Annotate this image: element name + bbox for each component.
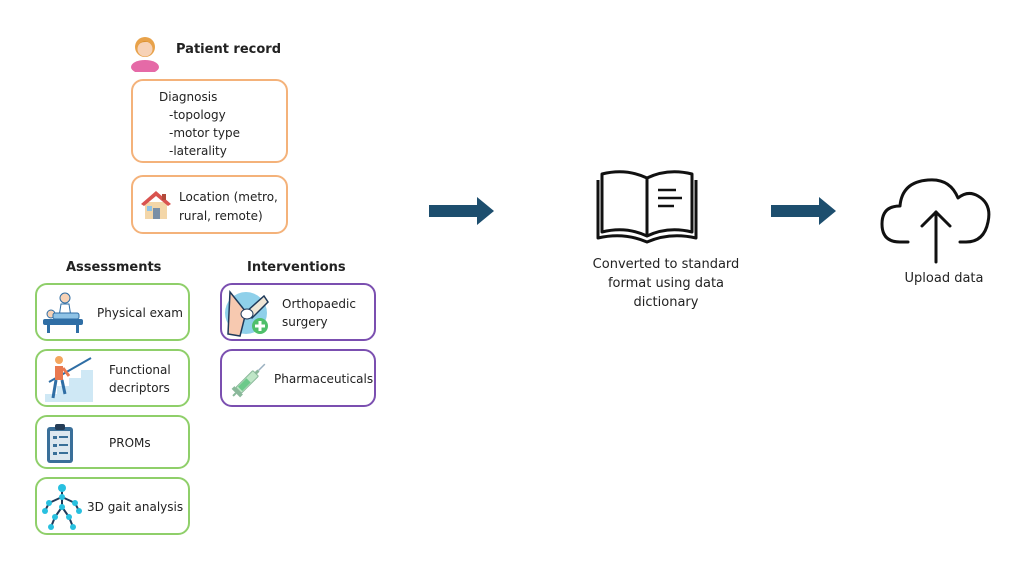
orthopaedic-surgery-box: Orthopaedic surgery — [220, 283, 376, 341]
location-box: Location (metro, rural, remote) — [131, 175, 288, 234]
diagnosis-item: -motor type — [169, 126, 240, 140]
patient-record-title: Patient record — [176, 42, 282, 57]
interventions-title: Interventions — [247, 260, 346, 275]
arrow-right-icon — [429, 197, 495, 225]
location-line: Location (metro, — [179, 190, 278, 204]
diagnosis-item: -topology — [169, 108, 226, 122]
gait-analysis-box: 3D gait analysis — [35, 477, 190, 535]
process-line: dictionary — [633, 295, 699, 310]
proms-box: PROMs — [35, 415, 190, 469]
proms-label: PROMs — [109, 436, 151, 450]
diagnosis-title: Diagnosis — [159, 90, 218, 104]
functional-descriptors-line: decriptors — [109, 381, 170, 395]
orthopaedic-surgery-line: Orthopaedic — [282, 297, 356, 311]
process-line: Converted to standard — [592, 257, 740, 272]
stairs-climbing-icon — [41, 354, 95, 404]
functional-descriptors-box: Functional decriptors — [35, 349, 190, 407]
cloud-upload-icon — [878, 172, 996, 264]
functional-descriptors-line: Functional — [109, 363, 171, 377]
clipboard-icon — [45, 423, 75, 465]
physical-exam-icon — [41, 291, 85, 335]
physical-exam-label: Physical exam — [97, 306, 183, 320]
upload-data-label: Upload data — [904, 271, 984, 286]
house-icon — [139, 188, 173, 222]
process-line: format using data — [607, 276, 725, 291]
diagnosis-item: -laterality — [169, 144, 227, 158]
physical-exam-box: Physical exam — [35, 283, 190, 341]
gait-analysis-label: 3D gait analysis — [87, 500, 184, 514]
patient-avatar-icon — [128, 32, 162, 74]
syringe-icon — [228, 357, 272, 401]
pharmaceuticals-label: Pharmaceuticals — [274, 372, 374, 386]
pharmaceuticals-box: Pharmaceuticals — [220, 349, 376, 407]
diagnosis-box: Diagnosis -topology -motor type -lateral… — [131, 79, 288, 163]
gait-skeleton-icon — [41, 483, 83, 531]
process-description: Converted to standard format using data … — [566, 255, 766, 312]
orthopaedic-surgery-line: surgery — [282, 315, 328, 329]
arrow-right-icon — [771, 197, 837, 225]
open-book-icon — [596, 166, 698, 244]
assessments-title: Assessments — [66, 260, 162, 275]
knee-joint-icon — [224, 288, 272, 338]
location-line: rural, remote) — [179, 209, 263, 223]
